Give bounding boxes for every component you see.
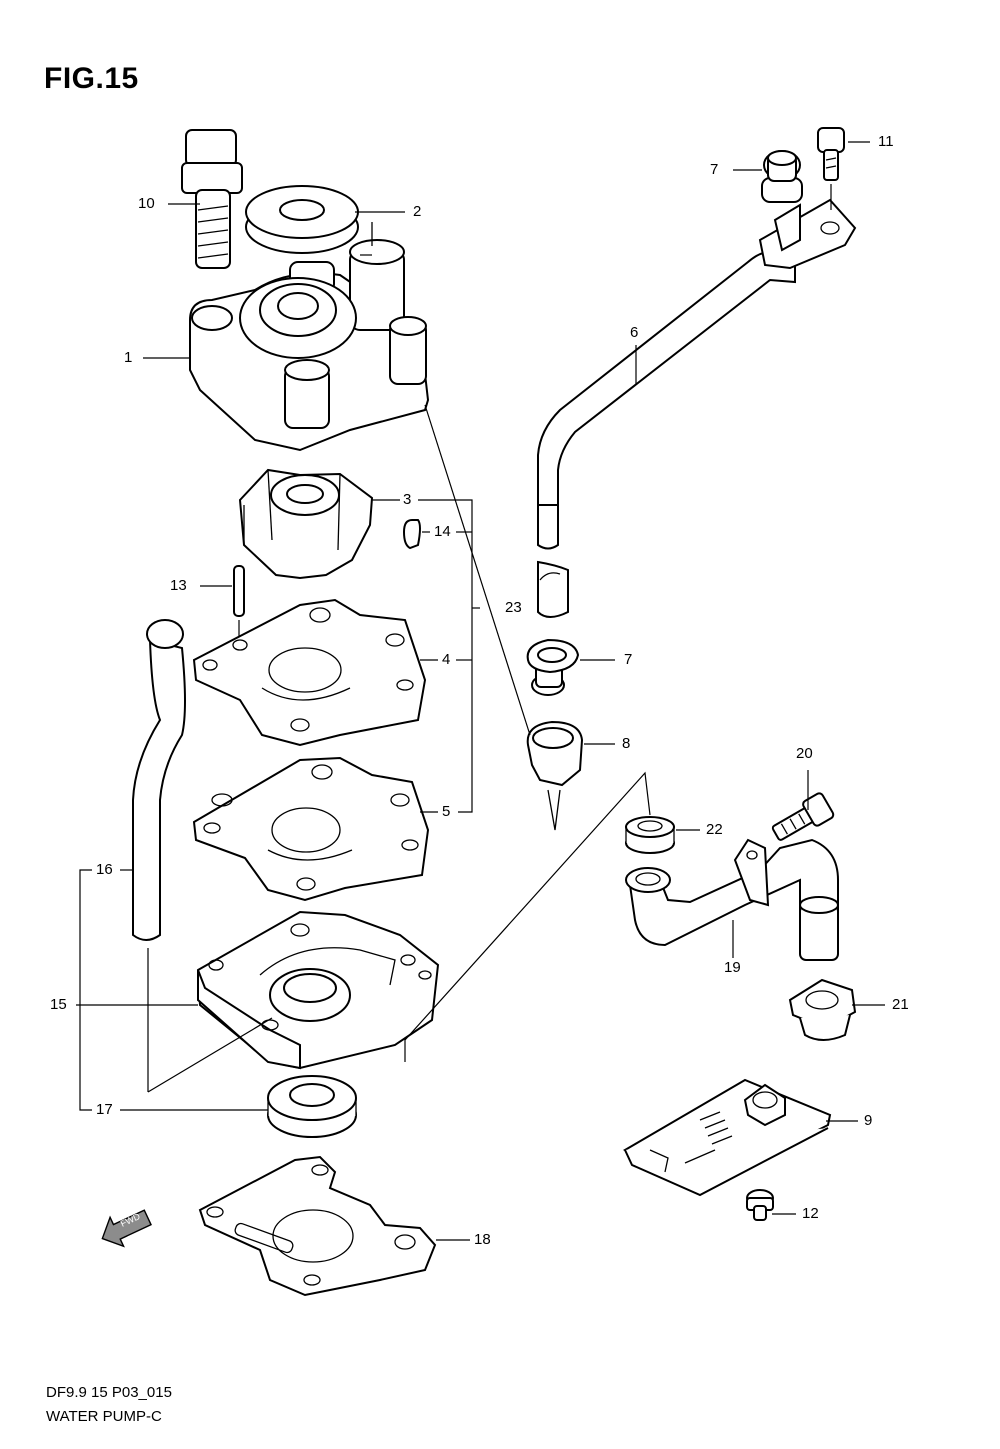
- callout-16: 16: [96, 861, 113, 878]
- callout-9: 9: [864, 1112, 873, 1129]
- diagram-code: DF9.9 15 P03_015: [46, 1384, 172, 1401]
- part-13-pin: [233, 565, 245, 617]
- part-10-bolt: [181, 129, 243, 269]
- callout-3: 3: [403, 491, 412, 508]
- callout-15: 15: [50, 996, 67, 1013]
- leader-lines: [76, 141, 885, 1241]
- callout-23: 23: [505, 599, 522, 616]
- part-9-screen-grille: [622, 1078, 832, 1197]
- part-2-seal-washer: [245, 185, 359, 254]
- part-21-grommet: [788, 978, 857, 1041]
- part-12-screw: [746, 1189, 774, 1221]
- callout-10: 10: [138, 195, 155, 212]
- callout-8: 8: [622, 735, 631, 752]
- part-17-oil-seal: [267, 1075, 357, 1138]
- part-11-bolt: [817, 127, 845, 210]
- callout-18: 18: [474, 1231, 491, 1248]
- part-15-pump-base: [196, 910, 440, 1070]
- callout-14: 14: [434, 523, 451, 540]
- part-6-water-tube: [537, 251, 796, 618]
- part-14-key: [402, 519, 421, 550]
- part-22-grommet: [625, 816, 675, 854]
- callout-7-top: 7: [710, 161, 719, 178]
- part-19-elbow-pipe: [625, 838, 839, 961]
- callout-1: 1: [124, 349, 133, 366]
- part-20-bolt: [771, 792, 835, 841]
- callout-20: 20: [796, 745, 813, 762]
- part-16-water-hose: [132, 619, 186, 941]
- part-7-grommet-middle: [526, 638, 580, 696]
- callout-13: 13: [170, 577, 187, 594]
- callout-12: 12: [802, 1205, 819, 1222]
- callout-5: 5: [442, 803, 451, 820]
- callout-6: 6: [630, 324, 639, 341]
- part-18-gasket: [198, 1155, 437, 1297]
- diagram-name: WATER PUMP-C: [46, 1408, 162, 1425]
- part-8-grommet: [526, 720, 584, 831]
- callout-22: 22: [706, 821, 723, 838]
- callout-21: 21: [892, 996, 909, 1013]
- callout-19: 19: [724, 959, 741, 976]
- callout-2: 2: [413, 203, 422, 220]
- callout-17: 17: [96, 1101, 113, 1118]
- fwd-direction-arrow: [101, 1209, 152, 1248]
- tube-bracket: [758, 198, 857, 270]
- callout-4: 4: [442, 651, 451, 668]
- part-7-grommet-top: [761, 150, 803, 203]
- fig-title: FIG.15: [44, 62, 139, 95]
- callout-11: 11: [878, 133, 894, 150]
- part-1-pump-case: [189, 222, 430, 452]
- part-4-liner-plate: [192, 598, 427, 747]
- callout-7-middle: 7: [624, 651, 633, 668]
- part-5-gasket: [192, 756, 430, 902]
- part-3-impeller: [238, 468, 374, 580]
